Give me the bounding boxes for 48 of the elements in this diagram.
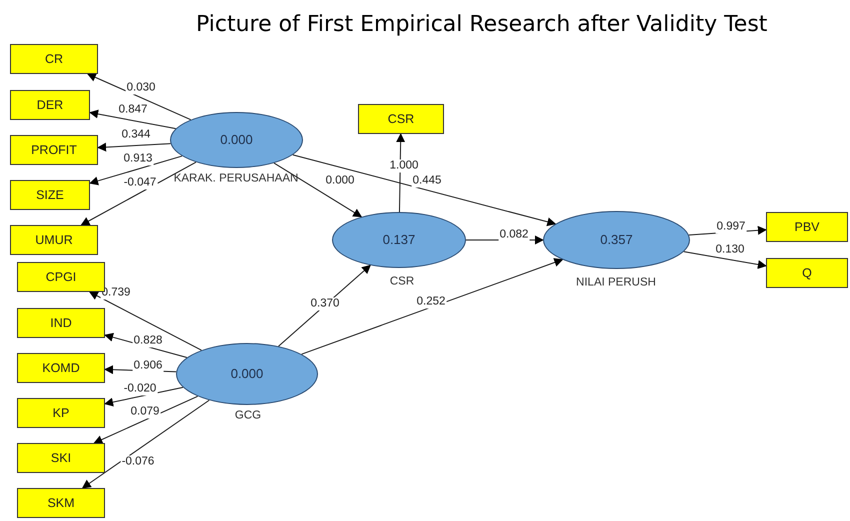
title: Picture of First Empirical Research after Validity Test bbox=[196, 11, 768, 39]
edge-label: 0.079 bbox=[130, 406, 160, 418]
arrow bbox=[292, 154, 556, 226]
arrow bbox=[97, 142, 172, 152]
arrow bbox=[301, 258, 564, 355]
indicator-box: IND bbox=[17, 308, 105, 338]
indicator-box: SKI bbox=[17, 443, 105, 473]
indicator-box: Q bbox=[766, 258, 848, 288]
arrow bbox=[89, 156, 183, 186]
edge-label: 0.906 bbox=[132, 360, 164, 372]
edge-label: 0.828 bbox=[132, 334, 164, 348]
indicator-box: PROFIT bbox=[10, 135, 98, 165]
indicator-box: PBV bbox=[766, 212, 848, 242]
node-caption: CSR bbox=[390, 276, 414, 288]
edge-label: 1.000 bbox=[388, 160, 420, 172]
latent-variable-ellipse: 0.000 bbox=[176, 343, 318, 405]
indicator-box: CPGI bbox=[17, 262, 105, 292]
edge-label: 0.252 bbox=[416, 296, 446, 308]
edge-label: 0.997 bbox=[716, 220, 746, 234]
arrow bbox=[683, 251, 767, 269]
indicator-box: CSR bbox=[358, 104, 444, 134]
edge-label: 0.030 bbox=[126, 82, 156, 94]
edge-label: 0.370 bbox=[310, 298, 340, 310]
edge-label: -0.047 bbox=[122, 176, 158, 190]
latent-variable-ellipse: 0.137 bbox=[332, 212, 466, 268]
edge-label: 0.913 bbox=[122, 152, 154, 166]
indicator-box: UMUR bbox=[10, 225, 98, 255]
indicator-box: SIZE bbox=[10, 180, 90, 210]
arrow bbox=[93, 396, 198, 444]
indicator-box: CR bbox=[10, 44, 98, 74]
node-caption: GCG bbox=[234, 410, 262, 422]
indicator-box: SKM bbox=[17, 488, 105, 518]
arrow bbox=[86, 73, 192, 120]
indicator-box: KP bbox=[17, 398, 105, 428]
node-caption: KARAK. PERUSAHAAN bbox=[174, 172, 298, 186]
arrow bbox=[89, 110, 176, 130]
arrow bbox=[80, 162, 196, 226]
edge-label: 0.082 bbox=[498, 228, 530, 242]
indicator-box: KOMD bbox=[17, 353, 105, 383]
latent-variable-ellipse: 0.357 bbox=[543, 211, 690, 269]
arrow bbox=[274, 162, 362, 218]
edge-label: -0.020 bbox=[122, 382, 158, 396]
arrow bbox=[82, 400, 210, 489]
edge-label: 0.445 bbox=[412, 174, 442, 188]
latent-variable-ellipse: 0.000 bbox=[170, 112, 303, 168]
indicator-box: DER bbox=[10, 90, 90, 120]
arrow bbox=[88, 292, 202, 351]
node-caption: NILAI PERUSH bbox=[576, 276, 656, 290]
